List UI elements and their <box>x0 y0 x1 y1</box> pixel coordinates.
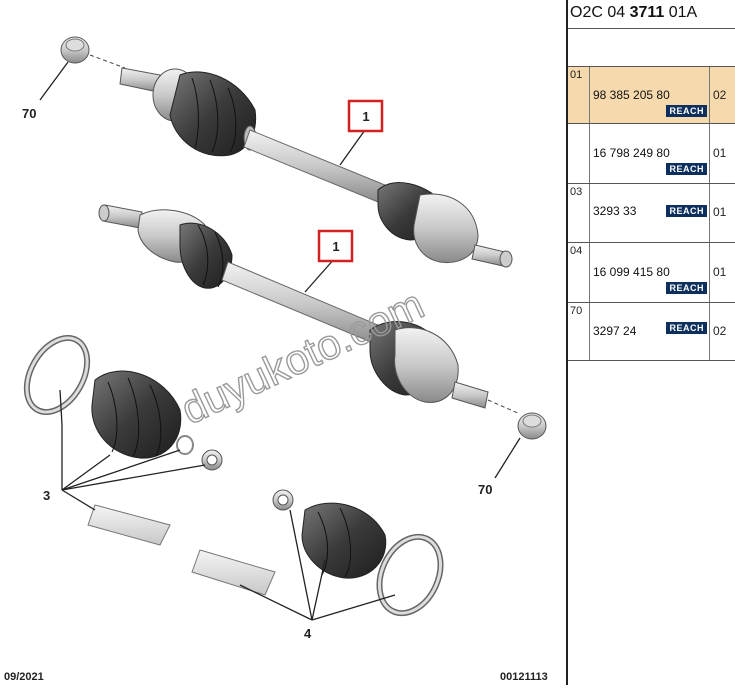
part-row[interactable]: 70 3297 24 REACH 02 <box>568 303 735 360</box>
reach-badge: REACH <box>666 105 707 117</box>
callout-box-1-top <box>347 99 384 133</box>
qty-cell: 01 <box>710 184 735 242</box>
boot-kit-4 <box>191 489 444 617</box>
part-reference[interactable]: 3297 24 <box>593 324 637 338</box>
part-reference[interactable]: 16 798 249 80 <box>593 146 670 160</box>
reach-badge: REACH <box>666 163 707 175</box>
divider-line <box>568 242 735 243</box>
divider-line <box>568 360 735 361</box>
diagram-date: 09/2021 <box>4 671 44 683</box>
panel-divider <box>566 0 568 685</box>
callout-70-top: 70 <box>22 106 36 121</box>
row-index <box>568 124 590 183</box>
part-reference[interactable]: 98 385 205 80 <box>593 88 670 102</box>
code-bold: 3711 <box>629 4 665 21</box>
divider-line <box>568 66 735 67</box>
part-row[interactable]: 04 16 099 415 80 REACH 01 <box>568 243 735 302</box>
part-quantity: 01 <box>713 205 727 219</box>
part-reference[interactable]: 3293 33 <box>593 204 637 218</box>
boot-kit-3 <box>23 335 223 546</box>
row-index: 01 <box>568 67 590 123</box>
callout-box-1-bottom <box>317 229 354 263</box>
divider-line <box>568 28 735 29</box>
ref-cell: 16 798 249 80 REACH <box>590 124 710 183</box>
code-prefix: O2C 04 <box>570 4 630 21</box>
callout-1-bottom: 1 <box>332 239 339 254</box>
leader-lines <box>39 61 521 621</box>
row-index: 04 <box>568 243 590 302</box>
drawing-number: 00121113 <box>500 671 548 683</box>
part-quantity: 01 <box>713 265 727 279</box>
qty-cell: 02 <box>710 67 735 123</box>
exploded-parts-diagram: duyukoto.com 70 1 1 70 3 4 09/2021 00121… <box>4 36 548 683</box>
callout-70-bottom: 70 <box>478 482 492 497</box>
ref-cell: 16 099 415 80 REACH <box>590 243 710 302</box>
part-quantity: 02 <box>713 88 727 102</box>
divider-line <box>568 302 735 303</box>
code-suffix: 01A <box>664 4 698 21</box>
row-index: 03 <box>568 184 590 242</box>
callout-4: 4 <box>304 626 312 641</box>
part-reference[interactable]: 16 099 415 80 <box>593 265 670 279</box>
reach-badge: REACH <box>666 322 707 334</box>
parts-drawing: duyukoto.com 70 1 1 70 3 4 09/2021 00121… <box>4 36 548 683</box>
part-row[interactable]: 16 798 249 80 REACH 01 <box>568 124 735 183</box>
lower-driveshaft <box>98 204 547 440</box>
reach-badge: REACH <box>666 282 707 294</box>
part-quantity: 01 <box>713 146 727 160</box>
ref-cell: 3297 24 REACH <box>590 303 710 360</box>
callout-3: 3 <box>43 488 50 503</box>
reach-badge: REACH <box>666 205 707 217</box>
part-quantity: 02 <box>713 324 727 338</box>
qty-cell: 01 <box>710 124 735 183</box>
qty-cell: 02 <box>710 303 735 360</box>
row-index: 70 <box>568 303 590 360</box>
parts-list-panel: O2C 04 3711 01A 01 98 385 205 80 REACH 0… <box>568 0 735 685</box>
upper-driveshaft <box>60 36 513 268</box>
part-row[interactable]: 01 98 385 205 80 REACH 02 <box>568 67 735 123</box>
qty-cell: 01 <box>710 243 735 302</box>
callout-1-top: 1 <box>362 109 369 124</box>
part-code-title: O2C 04 3711 01A <box>570 4 697 22</box>
divider-line <box>568 183 735 184</box>
ref-cell: 98 385 205 80 REACH <box>590 67 710 123</box>
ref-cell: 3293 33 REACH <box>590 184 710 242</box>
part-row[interactable]: 03 3293 33 REACH 01 <box>568 184 735 242</box>
divider-line <box>568 123 735 124</box>
